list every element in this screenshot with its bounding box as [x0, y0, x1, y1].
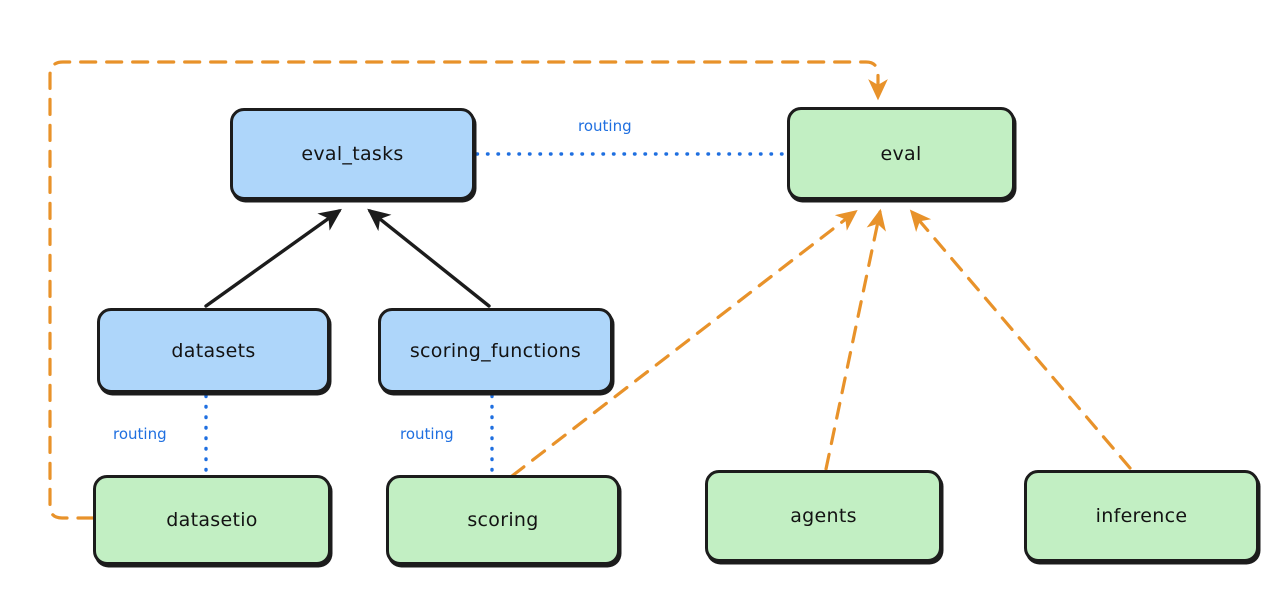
edge-datasetio-to-eval	[48, 60, 888, 520]
edge-agents-to-eval	[824, 208, 886, 471]
node-label-agents: agents	[790, 505, 857, 527]
node-datasetio[interactable]: datasetio	[93, 475, 331, 565]
edge-label-routing-eval-tasks-eval: routing	[578, 117, 632, 135]
node-label-eval-tasks: eval_tasks	[301, 143, 404, 165]
edge-scoring-to-eval	[510, 209, 858, 478]
node-label-scoring: scoring	[467, 509, 539, 531]
node-label-datasetio: datasetio	[166, 509, 258, 531]
node-label-inference: inference	[1095, 505, 1188, 527]
edge-label-routing-datasets-datasetio: routing	[113, 425, 167, 443]
node-datasets[interactable]: datasets	[97, 308, 330, 393]
node-label-datasets: datasets	[171, 339, 256, 362]
edge-scoring-functions-to-eval-tasks	[367, 208, 491, 308]
node-label-scoring-functions: scoring_functions	[409, 339, 582, 362]
node-agents[interactable]: agents	[705, 470, 942, 562]
node-label-eval: eval	[880, 142, 922, 165]
node-scoring-functions[interactable]: scoring_functions	[378, 308, 613, 393]
node-eval[interactable]: eval	[787, 107, 1015, 200]
edge-datasets-to-eval-tasks	[204, 208, 342, 308]
node-inference[interactable]: inference	[1024, 470, 1259, 562]
edge-inference-to-eval	[909, 209, 1132, 470]
node-eval-tasks[interactable]: eval_tasks	[230, 108, 475, 200]
node-scoring[interactable]: scoring	[386, 475, 620, 565]
edge-label-routing-scoring-functions-scoring: routing	[400, 425, 454, 443]
